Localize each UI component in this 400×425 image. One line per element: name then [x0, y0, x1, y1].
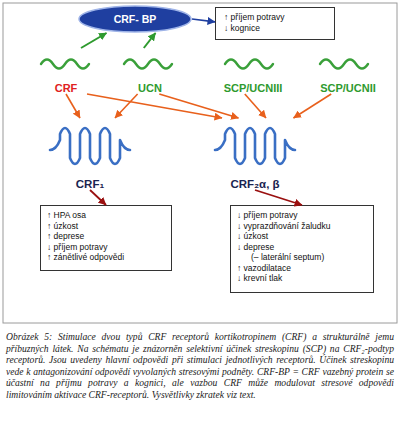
- arrow-connector: [294, 94, 332, 118]
- node-text: ↓ krevní tlak: [237, 273, 367, 284]
- receptor-helix: [50, 128, 130, 164]
- arrow-connector: [144, 33, 156, 48]
- peptide-squiggle: [320, 60, 368, 69]
- arrow-connector: [245, 94, 266, 118]
- arrow-connector: [192, 19, 215, 22]
- node-text: ↓ úzkost: [237, 231, 367, 242]
- receptor-helix: [215, 128, 295, 164]
- node-text: CRF- BP: [114, 13, 157, 25]
- arrow-connector: [90, 190, 106, 205]
- arrow-connector: [255, 190, 302, 205]
- arrow-connector: [159, 94, 238, 118]
- figure-caption: Obrázek 5: Stimulace dvou typů CRF recep…: [6, 331, 394, 401]
- node-text: CRF₂α, β: [230, 178, 279, 190]
- node-text: ↑ vazodilatace: [237, 263, 367, 274]
- peptide-squiggle: [41, 60, 89, 69]
- node-text: ↑ příjem potravy: [224, 12, 326, 23]
- node-text: CRF: [55, 82, 78, 94]
- node-text: ↓ kognice: [224, 23, 326, 34]
- node-text: ↑ deprese: [47, 231, 165, 242]
- node-text: ↓ příjem potravy: [47, 242, 165, 253]
- ellipse-shape: [79, 6, 191, 32]
- peptide-squiggle: [225, 60, 273, 69]
- protein-ellipse: CRF- BP: [78, 5, 192, 33]
- receptor-node: CRF₁: [40, 118, 140, 190]
- figure-frame: [3, 3, 397, 323]
- ligand-label: SCP/UCNIII: [212, 48, 294, 94]
- arrow-connector: [115, 94, 138, 118]
- node-text: ↑ úzkost: [47, 221, 165, 232]
- node-text: SCP/UCNIII: [224, 82, 283, 94]
- node-text: ↑ HPA osa: [47, 210, 165, 221]
- node-text: ↑ zánětlivé odpovědi: [47, 252, 165, 263]
- node-text: UCN: [138, 82, 162, 94]
- ligand-label: UCN: [119, 48, 181, 94]
- ligand-label: SCP/UCNII: [306, 48, 390, 94]
- arrow-connector: [66, 94, 80, 118]
- arrow-connector: [87, 94, 222, 118]
- receptor-node: CRF₂α, β: [200, 118, 310, 190]
- response-box: ↑ HPA osa↑ úzkost↑ deprese↓ příjem potra…: [40, 205, 172, 271]
- node-text: CRF₁: [76, 178, 104, 190]
- response-box: ↓ příjem potravy↓ vyprazdňování žaludku↓…: [230, 205, 374, 293]
- arrow-connector: [81, 33, 107, 48]
- node-text: (– laterální septum): [237, 252, 367, 263]
- node-text: SCP/UCNII: [320, 82, 376, 94]
- node-text: ↓ příjem potravy: [237, 210, 367, 221]
- peptide-squiggle: [124, 60, 172, 69]
- node-text: ↓ vyprazdňování žaludku: [237, 221, 367, 232]
- effect-box: ↑ příjem potravy↓ kognice: [215, 7, 335, 40]
- ligand-label: CRF: [36, 48, 96, 94]
- node-text: ↓ deprese: [237, 242, 367, 253]
